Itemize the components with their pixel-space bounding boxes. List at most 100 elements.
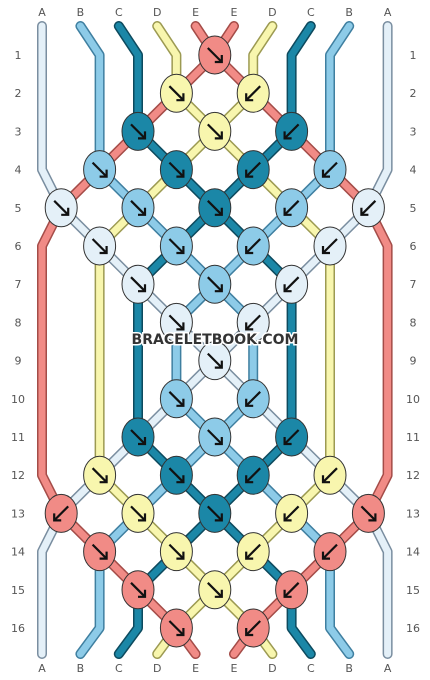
string-label-bottom: C <box>307 662 315 675</box>
arrow-down-left-icon <box>283 505 300 522</box>
row-number-left: 11 <box>11 431 25 444</box>
row-number-right: 7 <box>410 278 417 291</box>
arrow-down-right-icon <box>168 314 185 331</box>
row-number-right: 6 <box>410 240 417 253</box>
row-number-left: 10 <box>11 393 25 406</box>
arrow-down-right-icon <box>207 47 223 64</box>
string-label-top: B <box>345 6 353 19</box>
row-number-left: 12 <box>11 469 25 482</box>
row-number-right: 9 <box>410 355 417 368</box>
arrow-down-right-icon <box>168 467 185 484</box>
arrow-down-left-icon <box>245 467 261 484</box>
arrow-down-right-icon <box>207 505 223 522</box>
arrow-down-left-icon <box>245 391 261 407</box>
arrow-down-right-icon <box>168 85 185 102</box>
arrow-down-right-icon <box>168 543 185 560</box>
arrow-down-right-icon <box>207 429 223 446</box>
watermark-text: BRACELETBOOK.COM <box>132 332 299 348</box>
arrow-down-right-icon <box>130 123 147 140</box>
row-number-right: 12 <box>406 469 420 482</box>
arrow-down-right-icon <box>207 582 223 598</box>
row-number-left: 2 <box>15 87 22 100</box>
arrow-down-left-icon <box>360 200 377 216</box>
arrow-down-right-icon <box>130 429 147 446</box>
arrow-down-right-icon <box>91 238 108 255</box>
string-label-top: C <box>307 6 315 19</box>
row-number-right: 15 <box>406 584 420 597</box>
row-number-left: 14 <box>11 546 25 559</box>
row-number-left: 9 <box>15 355 22 368</box>
knot-layer <box>44 35 385 648</box>
arrow-down-left-icon <box>283 200 300 216</box>
arrow-down-right-icon <box>207 200 223 216</box>
string-label-bottom: B <box>345 662 353 675</box>
row-number-right: 16 <box>406 622 420 635</box>
row-number-left: 6 <box>15 240 22 253</box>
row-number-left: 15 <box>11 584 25 597</box>
arrow-down-left-icon <box>283 123 300 140</box>
row-number-right: 3 <box>410 125 417 138</box>
string-label-bottom: A <box>38 662 46 675</box>
arrow-down-right-icon <box>91 161 108 178</box>
string-label-bottom: B <box>77 662 85 675</box>
row-number-right: 13 <box>406 507 420 520</box>
string-label-bottom: D <box>268 662 276 675</box>
arrow-down-right-icon <box>53 200 70 216</box>
arrow-down-left-icon <box>321 467 338 484</box>
arrow-down-right-icon <box>91 543 108 560</box>
row-number-left: 5 <box>15 202 22 215</box>
arrow-down-right-icon <box>168 161 185 178</box>
arrow-down-right-icon <box>207 123 223 140</box>
arrow-down-left-icon <box>321 543 338 560</box>
string-label-top: B <box>77 6 85 19</box>
arrow-down-left-icon <box>321 161 338 178</box>
string-label-top: E <box>192 6 199 19</box>
arrow-down-left-icon <box>321 238 338 255</box>
arrow-down-right-icon <box>130 582 147 598</box>
arrow-down-left-icon <box>245 161 261 178</box>
row-number-left: 16 <box>11 622 25 635</box>
row-number-left: 7 <box>15 278 22 291</box>
row-number-right: 4 <box>410 164 417 177</box>
row-number-right: 10 <box>406 393 420 406</box>
arrow-down-right-icon <box>168 391 185 407</box>
arrow-down-left-icon <box>245 238 261 255</box>
arrow-down-left-icon <box>245 314 261 331</box>
arrow-down-right-icon <box>207 352 223 369</box>
string-label-top: A <box>38 6 46 19</box>
row-number-right: 8 <box>410 316 417 329</box>
arrow-down-right-icon <box>130 200 147 216</box>
row-number-left: 4 <box>15 164 22 177</box>
thread-A <box>38 22 392 658</box>
arrow-down-left-icon <box>245 85 261 102</box>
arrow-down-left-icon <box>283 429 300 446</box>
row-number-left: 3 <box>15 125 22 138</box>
arrow-down-left-icon <box>53 505 69 522</box>
arrow-down-left-icon <box>283 582 300 598</box>
string-label-top: A <box>384 6 392 19</box>
row-number-left: 1 <box>15 49 22 62</box>
string-label-top: C <box>115 6 123 19</box>
string-label-bottom: D <box>153 662 161 675</box>
arrow-down-right-icon <box>207 276 223 293</box>
row-number-right: 14 <box>406 546 420 559</box>
string-label-bottom: E <box>192 662 199 675</box>
arrow-down-left-icon <box>283 276 300 293</box>
arrow-down-left-icon <box>245 543 261 560</box>
arrow-down-right-icon <box>360 505 377 522</box>
arrow-down-right-icon <box>168 620 185 637</box>
arrow-down-right-icon <box>130 505 147 522</box>
string-label-bottom: E <box>231 662 238 675</box>
row-number-right: 11 <box>406 431 420 444</box>
arrow-down-right-icon <box>168 238 185 255</box>
arrow-down-right-icon <box>130 276 147 293</box>
row-number-right: 1 <box>410 49 417 62</box>
arrow-down-left-icon <box>245 620 261 637</box>
string-label-top: D <box>153 6 161 19</box>
arrow-down-right-icon <box>91 467 108 484</box>
row-number-right: 2 <box>410 87 417 100</box>
string-label-bottom: C <box>115 662 123 675</box>
string-label-top: E <box>231 6 238 19</box>
